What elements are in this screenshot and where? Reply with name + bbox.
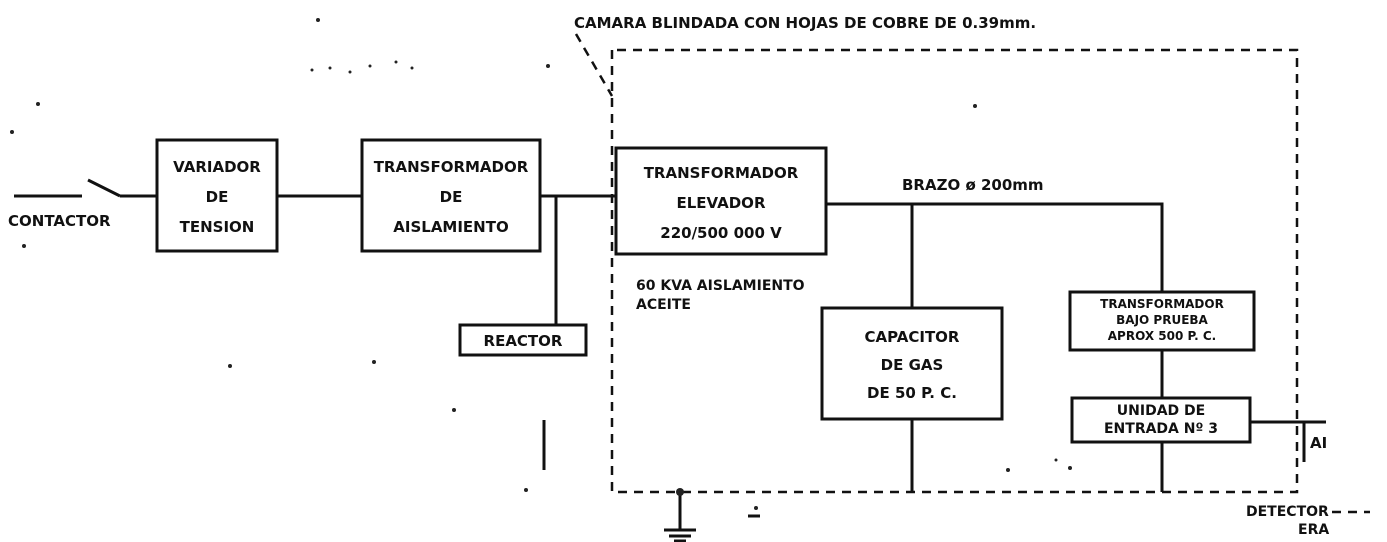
- prueba-line-2: BAJO PRUEBA: [1116, 313, 1208, 327]
- detector-line-2: ERA: [1298, 522, 1329, 538]
- ground-icon: [664, 488, 696, 542]
- unidad-line-1: UNIDAD DE: [1117, 403, 1205, 419]
- elevador-line-2: ELEVADOR: [676, 194, 765, 212]
- variador-line-2: DE: [206, 188, 229, 206]
- transformador-prueba-block: TRANSFORMADOR BAJO PRUEBA APROX 500 P. C…: [1068, 290, 1256, 398]
- prueba-line-3: APROX 500 P. C.: [1108, 329, 1216, 343]
- aislamiento-line-1: TRANSFORMADOR: [374, 158, 529, 176]
- transformador-aislamiento-block: TRANSFORMADOR DE AISLAMIENTO: [360, 138, 542, 253]
- elevador-line-3: 220/500 000 V: [660, 224, 782, 242]
- shielded-chamber: CAMARA BLINDADA CON HOJAS DE COBRE DE 0.…: [574, 14, 1299, 494]
- variador-block: VARIADOR DE TENSION: [155, 138, 279, 253]
- scan-noise: [10, 18, 1072, 518]
- capacitor-line-1: CAPACITOR: [865, 328, 960, 346]
- unidad-line-2: ENTRADA Nº 3: [1104, 421, 1218, 437]
- contactor-label: CONTACTOR: [8, 212, 111, 230]
- output-label: AI: [1310, 434, 1327, 452]
- contactor-switch: CONTACTOR: [8, 178, 157, 230]
- detector-label: DETECTOR ERA: [1246, 504, 1370, 538]
- reactor-label: REACTOR: [484, 332, 563, 350]
- unidad-entrada-block: UNIDAD DE ENTRADA Nº 3 AI: [1070, 396, 1327, 492]
- prueba-line-1: TRANSFORMADOR: [1100, 297, 1224, 311]
- transformador-elevador-block: TRANSFORMADOR ELEVADOR 220/500 000 V 60 …: [614, 146, 828, 313]
- aislamiento-line-3: AISLAMIENTO: [393, 218, 508, 236]
- elevador-note-line-2: ACEITE: [636, 297, 691, 313]
- capacitor-line-2: DE GAS: [881, 356, 944, 374]
- capacitor-block: CAPACITOR DE GAS DE 50 P. C.: [820, 204, 1004, 492]
- capacitor-line-3: DE 50 P. C.: [867, 384, 957, 402]
- variador-line-3: TENSION: [180, 218, 255, 236]
- reactor-block: REACTOR: [458, 196, 588, 357]
- elevador-line-1: TRANSFORMADOR: [644, 164, 799, 182]
- detector-line-1: DETECTOR: [1246, 504, 1329, 520]
- variador-line-1: VARIADOR: [173, 158, 261, 176]
- brazo-label: BRAZO ø 200mm: [902, 176, 1044, 194]
- chamber-label: CAMARA BLINDADA CON HOJAS DE COBRE DE 0.…: [574, 14, 1036, 32]
- brazo-bus: BRAZO ø 200mm: [826, 176, 1164, 292]
- elevador-note-line-1: 60 KVA AISLAMIENTO: [636, 278, 805, 294]
- aislamiento-line-2: DE: [440, 188, 463, 206]
